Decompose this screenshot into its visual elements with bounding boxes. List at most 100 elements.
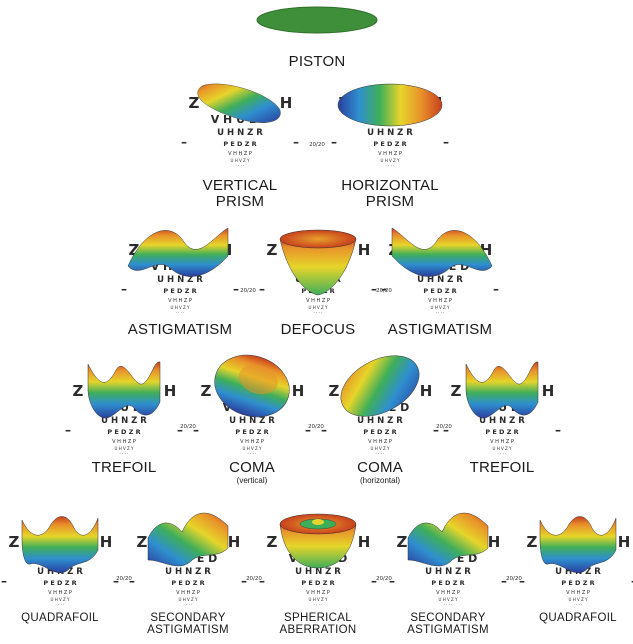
defocus-surface [279,229,357,296]
eye-chart-dash: – [371,574,377,588]
eye-chart-letter: H [488,533,501,551]
eye-chart-fraction: 20/20 [180,424,196,430]
label-defocus: DEFOCUS [281,322,356,338]
eye-chart-fraction: 20/20 [308,424,324,430]
eye-chart-dash: – [259,282,265,296]
eye-chart-row: U H V Z Y [179,597,198,602]
eye-chart-dash: – [371,282,377,296]
eye-chart-row: V H H Z P [566,590,590,596]
eye-chart-row: · · · · [376,451,385,456]
eye-chart-row: · · · · [574,602,583,607]
eye-chart-letter: Z [451,382,462,400]
eye-chart-dash: – [293,135,299,149]
eye-chart-row: P E D Z R [561,579,594,587]
eye-chart-row: · · · · [498,451,507,456]
eye-chart-row: P E D Z R [107,428,140,436]
eye-chart-row: P E D Z R [431,579,464,587]
eye-chart-dash: – [381,282,387,296]
coma-horizontal-surface [340,355,420,417]
eye-chart-row: U H N Z R [229,416,275,426]
eye-chart-row: · · · · [56,602,65,607]
eye-chart-row: V H H Z P [306,298,330,304]
label-line: PISTON [288,53,346,70]
eye-chart-dash: – [493,282,499,296]
eye-chart-letter: H [228,533,241,551]
eye-chart-dash: – [129,574,135,588]
eye-chart-row: U H V Z Y [115,446,134,451]
eye-chart-row: · · · · [314,310,323,315]
eye-chart-row: U H N Z R [479,416,525,426]
label-line: HORIZONTAL [341,177,439,194]
eye-chart-row: U H N Z R [165,567,211,577]
vertical-prism-surface [197,83,281,123]
eye-chart-row: U H N Z R [425,567,471,577]
eye-chart-row: U H N Z R [101,416,147,426]
eye-chart-dash: – [501,574,507,588]
eye-chart-letter: H [292,382,305,400]
eye-chart-row: V H H Z P [240,439,264,445]
eye-chart-letter: Z [267,241,278,259]
secondary-astigmatism-2-surface [407,512,489,567]
label-line: COMA [229,459,275,476]
eye-chart-letter: H [164,382,177,400]
label-line: ASTIGMATISM [127,321,233,338]
quadrafoil-2-surface [539,516,617,573]
eye-chart-dash: – [433,423,439,437]
trefoil-2-surface [465,361,539,419]
astigmatism-1-surface [127,227,229,277]
eye-chart-letter: Z [73,382,84,400]
eye-chart-row: P E D Z R [235,428,268,436]
label-astigmatism-2: ASTIGMATISM [388,322,492,338]
label-line: SECONDARY [150,612,226,624]
secondary-astigmatism-1-surface [147,512,229,567]
eye-chart-row: · · · · [176,310,185,315]
eye-chart-letter: Z [137,533,148,551]
eye-chart-letter: H [618,533,631,551]
label-coma-horizontal: COMA(horizontal) [357,460,403,485]
eye-chart-letter: Z [267,533,278,551]
eye-chart-row: P E D Z R [423,287,456,295]
trefoil-1-surface [87,361,161,419]
label-line: ASTIGMATISM [147,624,229,637]
eye-chart-letter: H [358,533,371,551]
eye-chart-row: V H H Z P [48,590,72,596]
eye-chart-row: U H V Z Y [371,446,390,451]
label-line: TREFOIL [91,459,157,476]
eye-chart-row: V H H Z P [306,590,330,596]
eye-chart-letter: Z [527,533,538,551]
eye-chart-dash: – [519,574,525,588]
eye-chart-dash: – [181,135,187,149]
label-line: DEFOCUS [280,321,356,338]
label-sub: (vertical) [236,475,268,485]
astigmatism-2-surface [391,227,493,277]
eye-chart-dash: – [193,423,199,437]
eye-chart-letter: H [100,533,113,551]
label-trefoil-1: TREFOIL [92,460,157,476]
eye-chart-row: U H V Z Y [493,446,512,451]
eye-chart-fraction: 20/20 [309,142,325,148]
eye-chart-dash: – [305,423,311,437]
label-line: SECONDARY [410,612,486,624]
eye-chart-dash: – [389,574,395,588]
eye-chart-dash: – [321,423,327,437]
eye-chart-row: U H V Z Y [381,158,400,163]
eye-chart-row: V H H Z P [168,298,192,304]
eye-chart-letter: Z [397,533,408,551]
eye-chart-row: · · · · [236,163,245,168]
eye-chart-row: · · · · [314,602,323,607]
eye-chart-row: P E D Z R [373,140,406,148]
eye-chart-fraction: 20/20 [240,288,256,294]
eye-chart-row: P E D Z R [363,428,396,436]
eye-chart-letter: Z [9,533,20,551]
eye-chart-row: U H V Z Y [243,446,262,451]
eye-chart-letter: Z [201,382,212,400]
eye-chart-row: U H N Z R [417,275,463,285]
eye-chart-dash: – [555,423,561,437]
label-coma-vertical: COMA(vertical) [229,460,275,485]
label-astigmatism-1: ASTIGMATISM [128,322,232,338]
label-line: TREFOIL [469,459,535,476]
eye-chart-letter: H [542,382,555,400]
